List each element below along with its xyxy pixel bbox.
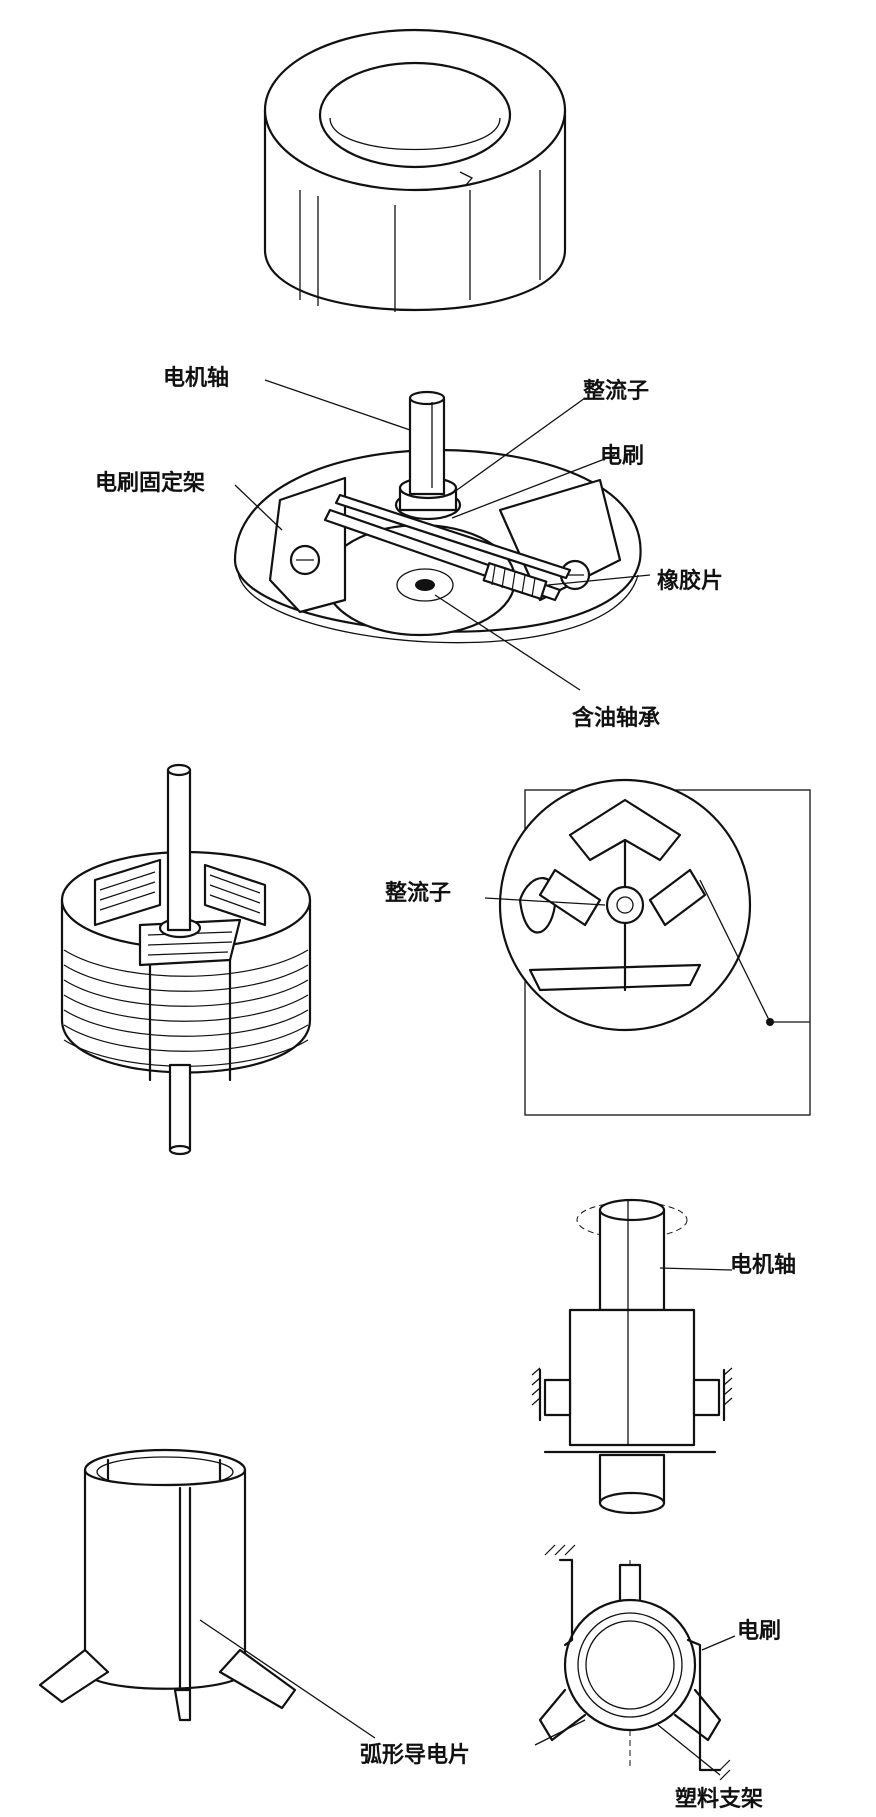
rotor-armature (60, 763, 312, 1156)
label-brush-bottom: 电刷 (737, 1619, 781, 1644)
ring-magnet (263, 28, 567, 312)
leader-commutator-mid (484, 897, 606, 906)
shaft-brush-detail (531, 1198, 733, 1515)
commutator-schematic (498, 778, 811, 1116)
label-motor-shaft-bottom: 电机轴 (730, 1252, 796, 1278)
label-oil-bearing: 含油轴承 (572, 705, 660, 731)
label-brush-top: 电刷 (600, 444, 644, 469)
label-commutator-mid: 整流子 (385, 880, 451, 906)
label-commutator-top: 整流子 (583, 378, 649, 404)
label-motor-shaft-top: 电机轴 (163, 365, 229, 391)
brush-top-view (534, 1544, 736, 1781)
label-arc-conductor: 弧形导电片 (360, 1742, 470, 1768)
end-cap-assembly (233, 390, 642, 644)
label-rubber-piece: 橡胶片 (657, 568, 723, 594)
label-plastic-bracket: 塑料支架 (675, 1786, 763, 1812)
label-brush-holder: 电刷固定架 (95, 470, 205, 496)
arc-conductor-part (38, 1448, 376, 1739)
leader-lines-top (234, 379, 651, 691)
